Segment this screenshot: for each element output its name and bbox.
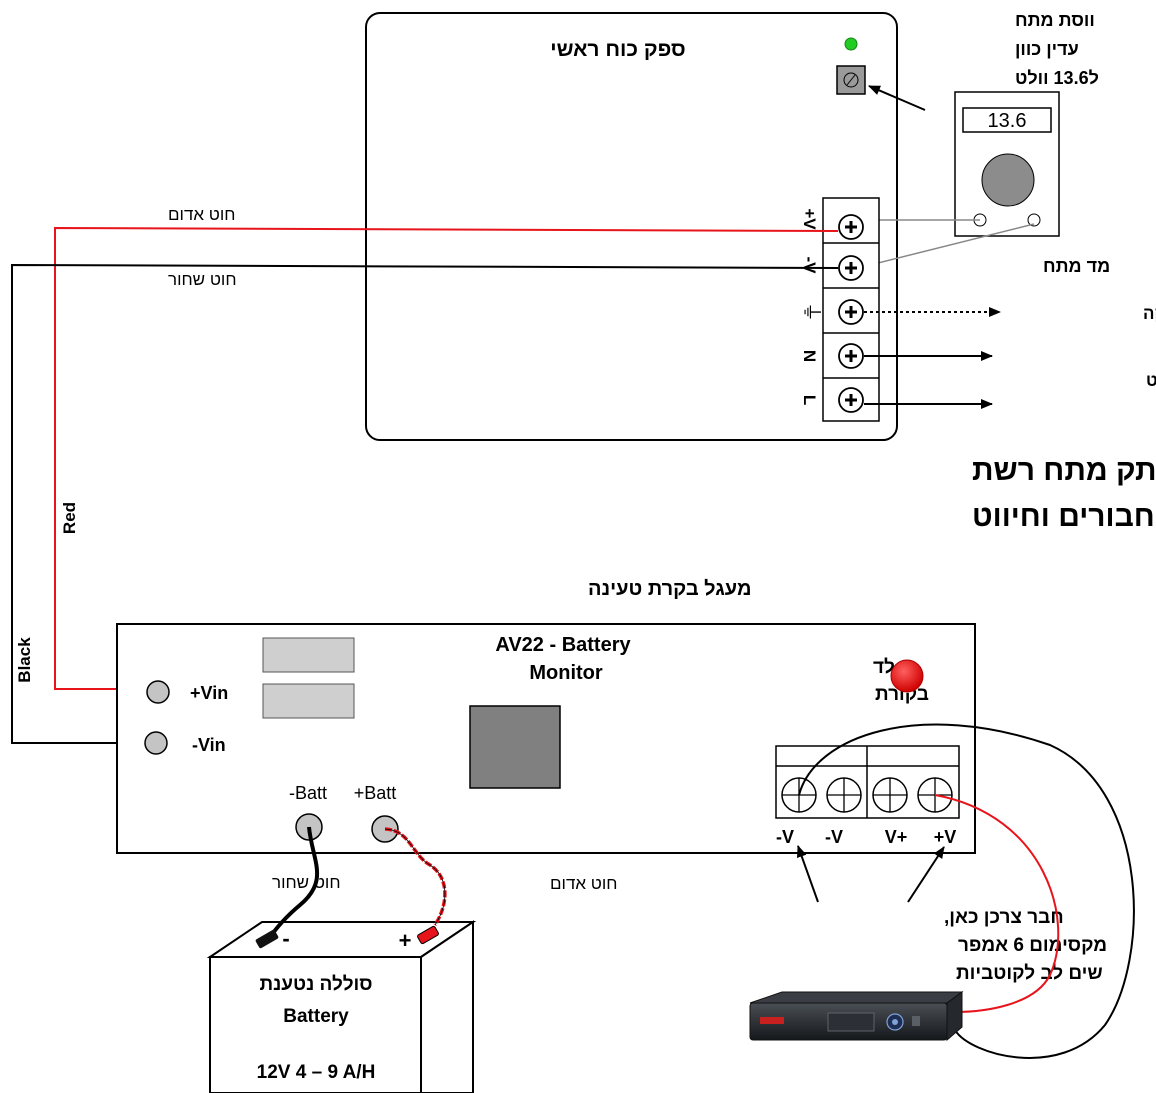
psu-terminal-label: +V [800,208,819,230]
dvr-black-wire [798,723,1135,1059]
meter-dial [981,153,1035,207]
battery-black-wire [266,826,319,942]
ground-label: חבור ארקה [1143,304,1156,323]
black-wire-label: חוט שחור [168,270,237,289]
consumer-arrow-neg [796,845,819,903]
psu-terminal-label: L [800,395,819,405]
svg-text:ל13.6 וולט: ל13.6 וולט [1015,68,1099,88]
red-wire-vin [54,226,839,690]
consumer-note: חבר צרכן כאן, [944,907,1064,928]
warning-line-1: נתק מתח רשת [972,454,1156,487]
monitor-title-line-2: Monitor [529,662,603,684]
mains-label: מתח רשת 220 וולט [1146,371,1156,390]
ground-symbol-icon: ⏚ [800,302,822,322]
output-terminal-label: +V [934,827,957,847]
adjust-arrow [868,85,926,111]
psu-terminal-label: N [800,350,819,362]
batt-pos-label: +Batt [354,783,397,803]
psu-title: ספק כוח ראשי [550,38,685,61]
consumer-note: מקסימום 6 אמפר [958,935,1107,956]
meter-reading: 13.6 [988,110,1027,132]
battery-label: Battery [283,1006,349,1027]
battery-black-wire-label: חוט שחור [272,873,341,892]
battery-label-hebrew: סוללה נטענת [259,974,372,995]
meter-label: מד מתח [1043,256,1110,276]
board-component [262,637,355,673]
vin-neg-label: -Vin [192,735,226,755]
psu-status-led [844,37,858,51]
consumer-note: שים לב לקוטביות [956,963,1103,984]
monitor-title-line-1: AV22 - Battery [495,634,631,656]
psu-terminal-label: -V [800,257,819,275]
vin-pos-label: +Vin [190,683,228,703]
output-terminal-label: -V [825,827,843,847]
battery-red-wire-label: חוט אדום [550,874,617,893]
screw-terminal-icon [872,777,908,813]
black-wire-vin [11,263,839,744]
multimeter: 13.6 [954,91,1060,237]
battery-pos-symbol: + [399,928,412,953]
black-wire-vertical-label: Black [15,637,34,683]
svg-text:ווסת מתח: ווסת מתח [1015,10,1095,30]
board-component [262,683,355,719]
red-wire-vertical-label: Red [60,502,79,534]
pos-clip-icon [417,925,439,945]
neg-clip-icon [255,929,279,949]
screw-icon [838,387,864,413]
output-terminal-label: -V [776,827,794,847]
red-wire-label: חוט אדום [168,205,235,224]
vin-neg-terminal [144,731,168,755]
dvr-red-wire [934,794,1060,1013]
output-terminal-label: V+ [885,827,908,847]
board-chip [469,705,561,789]
status-led [890,659,924,693]
meter-probe-right [1027,213,1041,227]
vin-pos-terminal [146,680,170,704]
warning-line-2: לפני חבורים וחיווט [972,500,1156,533]
battery-neg-symbol: - [282,926,289,951]
dvr-device-icon [749,991,964,1042]
screw-icon [838,343,864,369]
battery-red-wire-core [384,828,446,926]
screw-icon [838,214,864,240]
screw-terminal-icon [826,777,862,813]
voltage-adjust-label: ווסת מתח עדין כוון ל13.6 וולט [1015,10,1099,88]
batt-neg-label: -Batt [289,783,327,803]
battery-spec: 12V 4 – 9 A/H [257,1062,376,1083]
svg-text:עדין כוון: עדין כוון [1015,39,1079,59]
trim-pot [836,65,866,95]
screw-icon [838,299,864,325]
screw-icon [838,255,864,281]
meter-lead-neg [865,223,1035,269]
charge-circuit-label: מעגל בקרת טעינה [588,578,751,600]
psu-box [365,12,898,441]
status-led-label: לד [873,657,895,678]
consumer-arrow-pos [907,846,945,903]
